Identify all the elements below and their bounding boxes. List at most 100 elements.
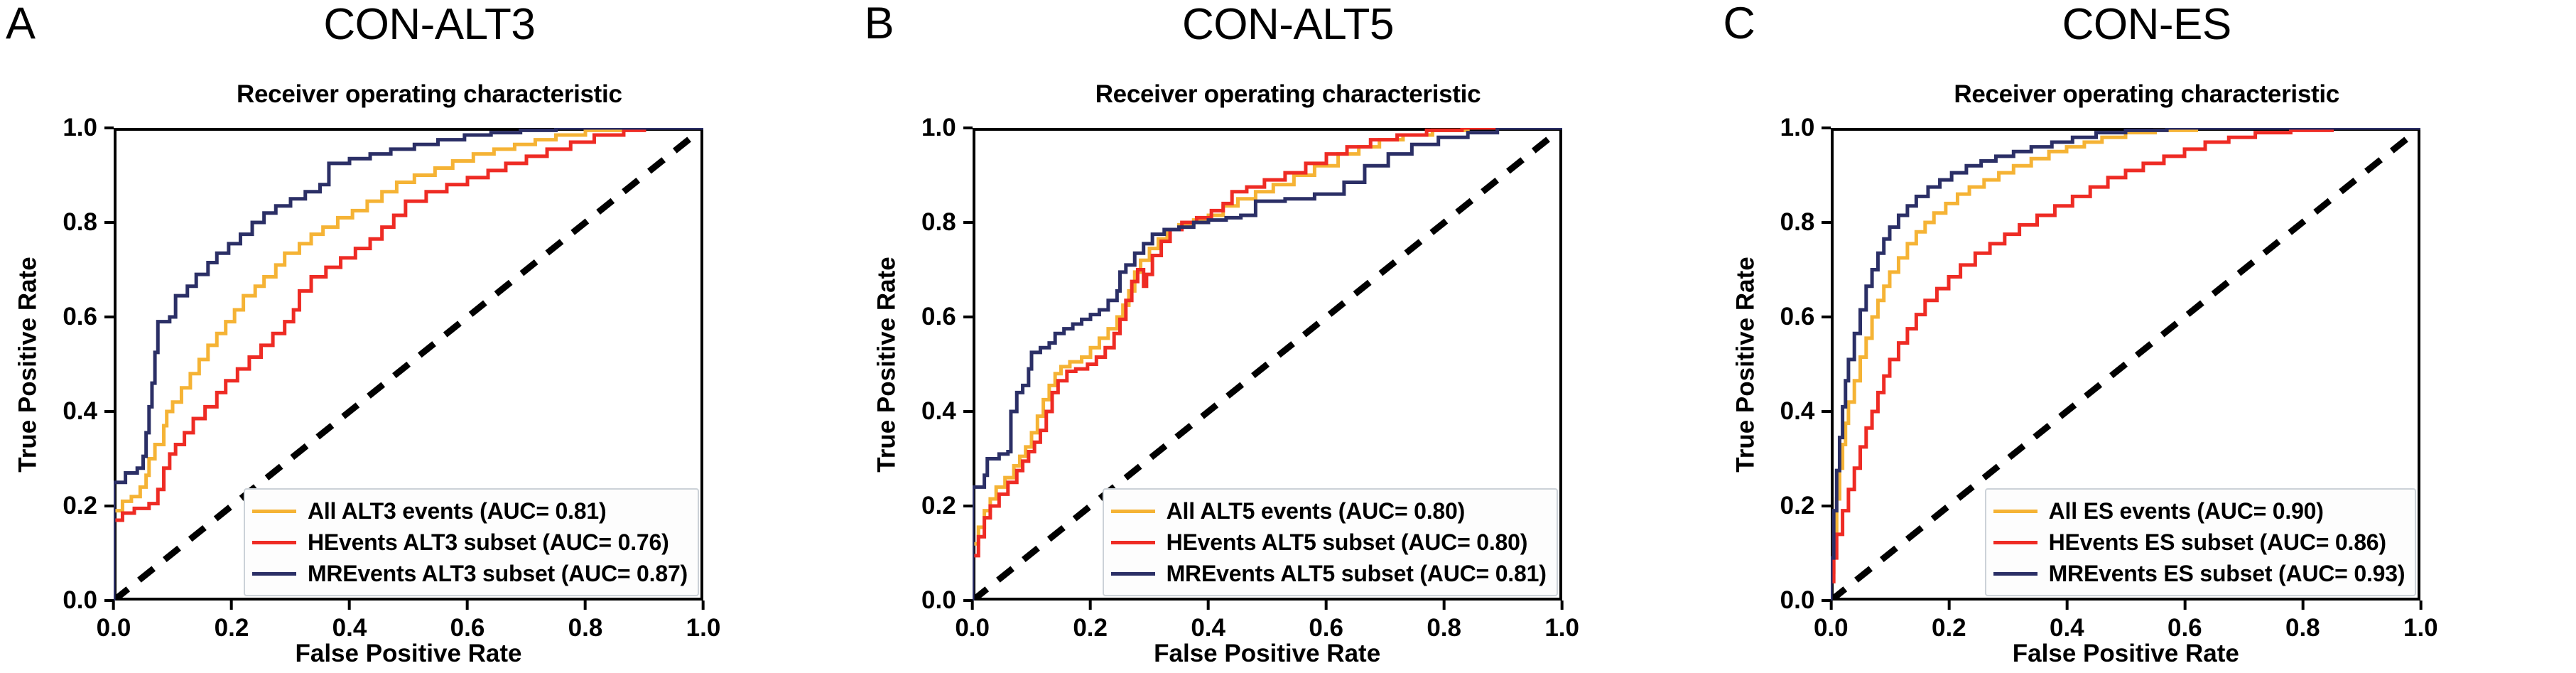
panel-letter: A xyxy=(6,0,36,48)
x-tick-label: 0.6 xyxy=(450,614,485,642)
x-tick-label: 0.0 xyxy=(96,614,131,642)
y-tick-label: 0.4 xyxy=(63,397,97,425)
legend-item: MREvents ES subset (AUC= 0.93) xyxy=(1993,559,2405,588)
x-tick-mark xyxy=(584,601,587,610)
x-tick-mark xyxy=(2065,601,2069,610)
x-tick: 0.8 xyxy=(568,601,603,642)
y-tick-mark xyxy=(104,599,114,602)
y-axis-label-text: True Positive Rate xyxy=(872,256,901,473)
x-tick-label: 0.4 xyxy=(1191,614,1225,642)
panel-header: CON-ALT3 xyxy=(323,0,536,49)
y-axis-label: True Positive Rate xyxy=(14,128,43,601)
y-tick-mark xyxy=(963,505,973,507)
legend-item: HEvents ES subset (AUC= 0.86) xyxy=(1993,527,2405,557)
legend-color-swatch xyxy=(251,540,296,544)
y-tick-label: 0.8 xyxy=(1780,208,1815,236)
x-tick-label: 0.2 xyxy=(214,614,249,642)
y-tick-label: 0.2 xyxy=(1780,492,1815,519)
legend-item: HEvents ALT3 subset (AUC= 0.76) xyxy=(251,527,688,557)
y-tick-label: 0.2 xyxy=(63,492,97,519)
x-tick-label: 0.4 xyxy=(2049,614,2084,642)
y-tick-label: 0.0 xyxy=(921,586,956,614)
y-tick-mark xyxy=(963,599,973,602)
x-tick: 0.2 xyxy=(215,601,249,642)
y-tick: 0.8 xyxy=(921,208,973,237)
roc-curve-mrevents-alt5-subset xyxy=(972,128,1562,601)
roc-curve-all-es-events xyxy=(1831,128,2421,601)
x-tick-mark xyxy=(1324,601,1328,610)
x-tick-mark xyxy=(466,601,469,610)
x-tick: 0.8 xyxy=(1427,601,1461,642)
y-tick: 0.2 xyxy=(63,492,114,520)
x-tick-label: 1.0 xyxy=(686,614,721,642)
y-tick: 0.6 xyxy=(1780,303,1831,331)
y-tick-mark xyxy=(104,505,114,507)
y-tick-label: 1.0 xyxy=(921,114,956,141)
axes-title: Receiver operating characteristic xyxy=(237,80,622,108)
y-tick-label: 0.8 xyxy=(921,208,956,236)
y-tick-mark xyxy=(1822,221,1831,224)
legend-color-swatch xyxy=(1110,571,1155,576)
legend-color-swatch xyxy=(251,509,296,513)
x-tick-label: 0.8 xyxy=(568,614,603,642)
x-tick: 0.2 xyxy=(1073,601,1108,642)
y-tick-label: 0.6 xyxy=(63,303,97,330)
y-tick: 0.0 xyxy=(921,586,973,615)
y-tick: 1.0 xyxy=(63,114,114,142)
y-tick: 0.4 xyxy=(921,397,973,426)
x-tick-mark xyxy=(1206,601,1210,610)
y-axis-label: True Positive Rate xyxy=(873,128,902,601)
y-tick: 0.6 xyxy=(63,303,114,331)
panel-letter: B xyxy=(864,0,894,48)
roc-curves xyxy=(114,128,703,601)
roc-curve-mrevents-alt3-subset xyxy=(114,128,703,601)
legend-label: HEvents ES subset (AUC= 0.86) xyxy=(2048,529,2386,555)
x-tick-label: 0.2 xyxy=(1931,614,1966,642)
legend-color-swatch xyxy=(1110,509,1155,513)
y-axis-label-text: True Positive Rate xyxy=(1731,256,1760,473)
y-tick: 0.6 xyxy=(921,303,973,331)
y-tick-mark xyxy=(1822,410,1831,413)
legend-item: All ES events (AUC= 0.90) xyxy=(1993,496,2405,526)
y-tick-label: 0.4 xyxy=(921,397,956,425)
x-tick: 0.0 xyxy=(955,601,990,642)
y-tick-label: 0.0 xyxy=(1780,586,1815,614)
chance-diagonal-line xyxy=(1831,128,2421,601)
y-tick: 0.0 xyxy=(63,586,114,615)
y-tick: 0.8 xyxy=(1780,208,1831,237)
legend-label: HEvents ALT5 subset (AUC= 0.80) xyxy=(1166,529,1528,555)
legend: All ALT3 events (AUC= 0.81)HEvents ALT3 … xyxy=(243,488,699,596)
x-tick-mark xyxy=(702,601,705,610)
roc-curve-all-alt5-events xyxy=(972,128,1562,601)
chance-diagonal-line xyxy=(114,128,703,601)
x-tick-label: 0.2 xyxy=(1073,614,1108,642)
x-tick-label: 0.6 xyxy=(1309,614,1343,642)
x-tick-label: 0.0 xyxy=(1813,614,1849,642)
x-tick-mark xyxy=(2183,601,2187,610)
x-axis-label: False Positive Rate xyxy=(1154,640,1381,667)
x-tick-label: 0.8 xyxy=(1427,614,1461,642)
legend-item: All ALT5 events (AUC= 0.80) xyxy=(1110,496,1547,526)
y-tick-mark xyxy=(1822,599,1831,602)
y-tick-label: 0.0 xyxy=(63,586,97,614)
x-tick: 1.0 xyxy=(1544,601,1579,642)
y-tick-mark xyxy=(104,221,114,224)
legend-item: MREvents ALT3 subset (AUC= 0.87) xyxy=(251,559,688,588)
y-tick-label: 1.0 xyxy=(1780,114,1815,141)
y-tick-mark xyxy=(963,221,973,224)
y-tick: 0.2 xyxy=(921,492,973,520)
y-tick: 0.0 xyxy=(1780,586,1831,615)
y-axis-label-text: True Positive Rate xyxy=(14,256,43,473)
x-tick-mark xyxy=(970,601,974,610)
y-tick-mark xyxy=(963,316,973,318)
x-tick: 0.6 xyxy=(450,601,485,642)
x-tick-label: 0.0 xyxy=(955,614,990,642)
y-tick-label: 1.0 xyxy=(63,114,97,141)
x-tick: 0.4 xyxy=(332,601,367,642)
x-tick: 0.4 xyxy=(2050,601,2084,642)
legend-label: MREvents ALT3 subset (AUC= 0.87) xyxy=(307,560,688,586)
